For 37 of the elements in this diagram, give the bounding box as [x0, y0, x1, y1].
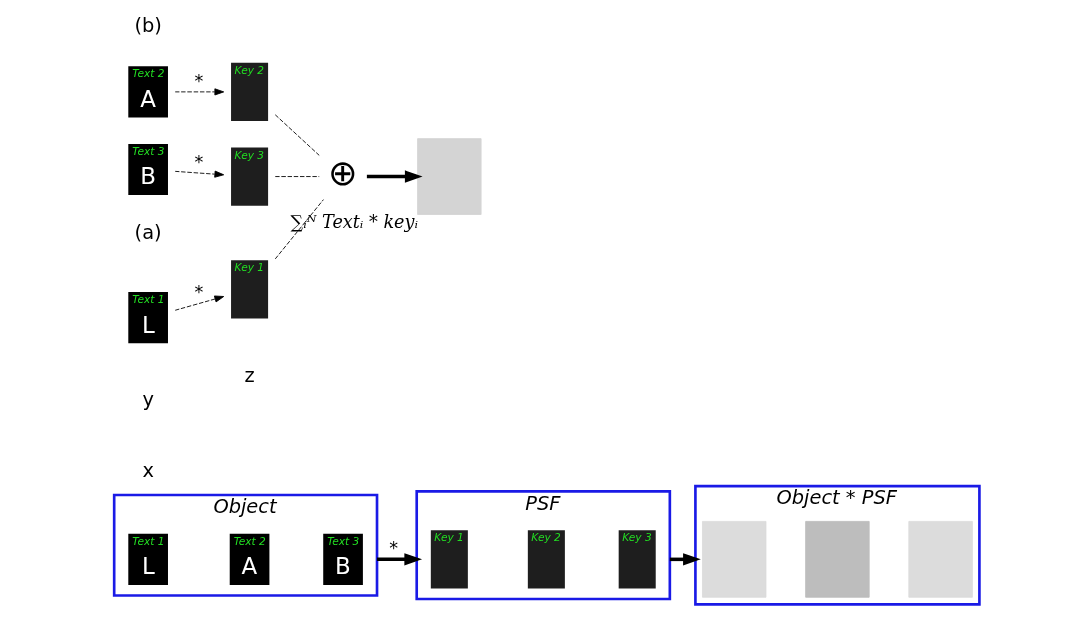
arrow	[174, 170, 225, 178]
edge-label: *	[389, 538, 399, 559]
node-box: Key 3	[618, 530, 656, 589]
node-box: Text 3 B	[323, 533, 363, 585]
node-box	[805, 520, 870, 598]
node-box: Key 1	[430, 530, 468, 589]
label: x	[142, 458, 154, 482]
label: (a)	[134, 220, 162, 244]
connector	[274, 114, 320, 156]
edge-label: *	[194, 70, 204, 91]
node-box: Text 1 L	[128, 292, 168, 344]
edge-label: *	[194, 282, 204, 303]
node-box: Key 3	[231, 147, 269, 206]
node-box	[417, 138, 482, 215]
arrow	[366, 170, 423, 183]
node-label: ∑ᵢᴺ Textᵢ * keyᵢ	[290, 211, 419, 232]
label: z	[244, 363, 255, 387]
node-box: Text 3 B	[128, 143, 168, 196]
node-box: Text 1 L	[128, 533, 168, 585]
label: y	[142, 388, 154, 412]
node-box	[702, 520, 767, 598]
node-box: Key 1	[231, 260, 269, 319]
node-box: Key 2	[527, 530, 565, 589]
node-box: Key 2	[231, 62, 269, 121]
connector	[274, 199, 324, 260]
edge-label: *	[194, 151, 204, 172]
node-box	[908, 520, 973, 598]
arrow	[377, 553, 423, 566]
node-text: ⊕	[328, 152, 358, 194]
arrow	[669, 553, 701, 566]
arrow	[174, 295, 225, 311]
node-box: Text 2 A	[229, 533, 270, 585]
label: (b)	[134, 14, 162, 38]
connector	[274, 176, 320, 177]
node-box: Text 2 A	[128, 66, 168, 118]
arrow	[174, 88, 225, 96]
cluster: Object * PSF	[694, 484, 981, 606]
